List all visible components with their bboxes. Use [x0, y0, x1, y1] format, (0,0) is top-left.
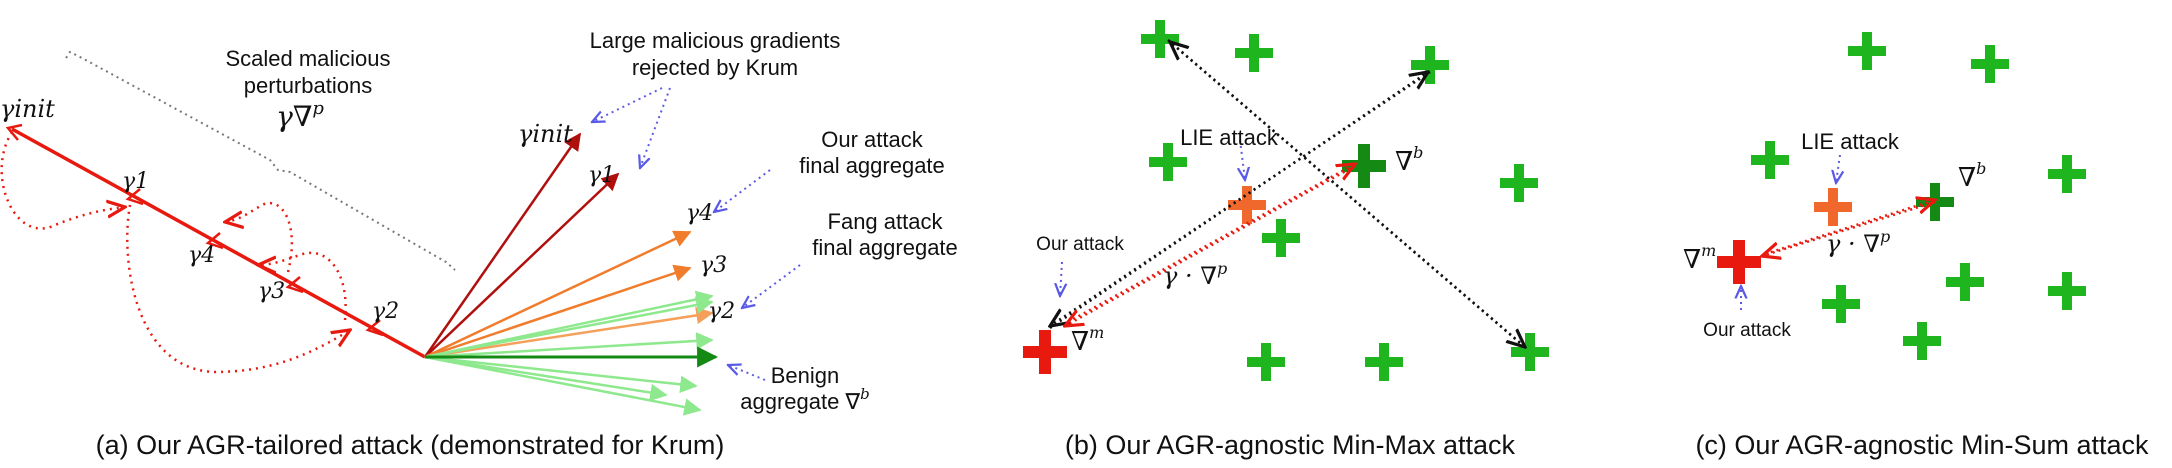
benign-plus [2048, 155, 2086, 193]
gamma-init-left: γinit [0, 95, 55, 123]
search-loop-4 [225, 201, 293, 273]
panel-c: LIE attack Our attack ∇b ∇m γ · ∇p (c) O… [1683, 32, 2149, 460]
attack-gradient-g3 [424, 264, 692, 359]
benign-grad-6 [424, 355, 702, 416]
benign-plus [1411, 46, 1449, 84]
benign-plus [1235, 34, 1273, 72]
benign-aggregate-plus-b [1342, 144, 1386, 188]
our-attack-label-b: Our attack [1036, 234, 1124, 255]
our-attack-plus-c [1717, 240, 1761, 284]
grad-m-label-c: ∇m [1683, 241, 1716, 275]
benign-plus [1903, 322, 1941, 360]
grad-m-label-b: ∇m [1071, 323, 1104, 357]
benign-plus [1751, 141, 1789, 179]
benign-plus [1822, 285, 1860, 323]
lie-attack-plus-c [1814, 188, 1852, 226]
malicious-direction-line [11, 127, 426, 359]
caption-a: (a) Our AGR-tailored attack (demonstrate… [96, 430, 725, 460]
panel-b: LIE attack Our attack ∇b ∇m γ · ∇p (b) O… [1023, 20, 1549, 460]
grad-b-label-c: ∇b [1958, 159, 1986, 193]
scaled-label-line1: Scaled malicious [225, 46, 390, 71]
arrowhead-init [5, 123, 23, 141]
gamma-grad-p-label-c: γ · ∇p [1826, 227, 1890, 258]
benign-plus [1149, 143, 1187, 181]
gamma-3-right: γ3 [700, 253, 727, 278]
search-loop-1 [0, 131, 125, 230]
gamma-4-left: γ4 [188, 243, 215, 268]
large-gradient-init [423, 132, 582, 358]
gamma-2-right: γ2 [708, 299, 735, 324]
benign-plus [1511, 333, 1549, 371]
pointer-benign [728, 365, 766, 381]
grad-b-label-b: ∇b [1395, 143, 1423, 177]
scaled-perturbation-brace [65, 50, 456, 271]
benign-grad-3 [424, 332, 714, 359]
pointer-fang [742, 264, 801, 308]
benign-plus [1500, 164, 1538, 202]
fang-gradient-g2 [424, 306, 714, 359]
gamma-3-left: γ3 [258, 279, 285, 304]
gamma-perturbation-arrowhead-b [1067, 164, 1355, 324]
benign-plus [1141, 20, 1179, 58]
large-gradients-label-line2: rejected by Krum [632, 55, 798, 80]
arrowhead-g2 [365, 319, 384, 337]
our-attack-label-line1: Our attack [821, 127, 923, 152]
large-gradients-label-line1: Large malicious gradients [590, 28, 841, 53]
benign-grad-4 [424, 355, 698, 394]
search-loop-3 [258, 251, 347, 321]
gamma-2-left: γ2 [372, 299, 399, 324]
search-loop-2 [126, 204, 350, 374]
arrowhead-g3 [285, 276, 304, 294]
pointer-lie-b [1240, 139, 1245, 180]
gamma-perturbation-arrow-b [1065, 164, 1356, 326]
benign-plus [1848, 32, 1886, 70]
benign-plus [1971, 45, 2009, 83]
lie-attack-label-b: LIE attack [1180, 125, 1279, 150]
benign-grad-5 [424, 355, 668, 402]
large-gradient-1 [424, 172, 620, 358]
benign-plus [1946, 263, 1984, 301]
fang-label-line2: final aggregate [812, 235, 958, 260]
benign-gradients-b [1141, 20, 1549, 381]
pointer-large-1 [640, 87, 671, 168]
scaled-symbol: γ∇p [276, 98, 324, 133]
our-attack-label-c: Our attack [1703, 320, 1791, 341]
gradient-fan [423, 132, 719, 416]
benign-label-line2: aggregate ∇b [740, 385, 870, 414]
max-distance-arrow-2 [1050, 70, 1431, 326]
benign-label-line1: Benign [771, 363, 840, 388]
scaled-label-line2: perturbations [244, 73, 372, 98]
benign-plus [1262, 219, 1300, 257]
gamma-1-left: γ1 [122, 169, 149, 194]
gamma-perturbation-arrow-c [1762, 200, 1936, 256]
arrowhead-g1 [125, 188, 144, 206]
caption-c: (c) Our AGR-agnostic Min-Sum attack [1695, 430, 2149, 460]
lie-attack-plus-b [1228, 186, 1266, 224]
benign-gradients-c [1751, 32, 2086, 360]
caption-b: (b) Our AGR-agnostic Min-Max attack [1065, 430, 1516, 460]
gamma-4-right: γ4 [686, 201, 713, 226]
pointer-our-attack [714, 169, 771, 212]
benign-plus [1247, 343, 1285, 381]
max-distance-arrow-4 [1170, 42, 1521, 344]
our-attack-plus-b [1023, 330, 1067, 374]
pointer-large-init [592, 87, 663, 122]
pointer-our-attack-b [1060, 261, 1062, 296]
our-attack-label-line2: final aggregate [799, 153, 945, 178]
benign-plus [1365, 343, 1403, 381]
our-attack-gradient-g4 [424, 230, 692, 359]
fang-label-line1: Fang attack [828, 209, 944, 234]
lie-attack-label-c: LIE attack [1801, 129, 1900, 154]
arrowhead-g4 [205, 232, 224, 250]
gamma-1-right: γ1 [588, 163, 615, 188]
pointer-lie-c [1836, 154, 1840, 183]
gamma-init-right: γinit [518, 120, 573, 148]
benign-plus [2048, 272, 2086, 310]
panel-a: γinit γ1 γ4 γ3 γ2 Scaled malicious pertu… [0, 28, 958, 460]
gamma-grad-p-label-b: γ · ∇p [1163, 259, 1227, 290]
benign-grad-2 [424, 296, 714, 359]
